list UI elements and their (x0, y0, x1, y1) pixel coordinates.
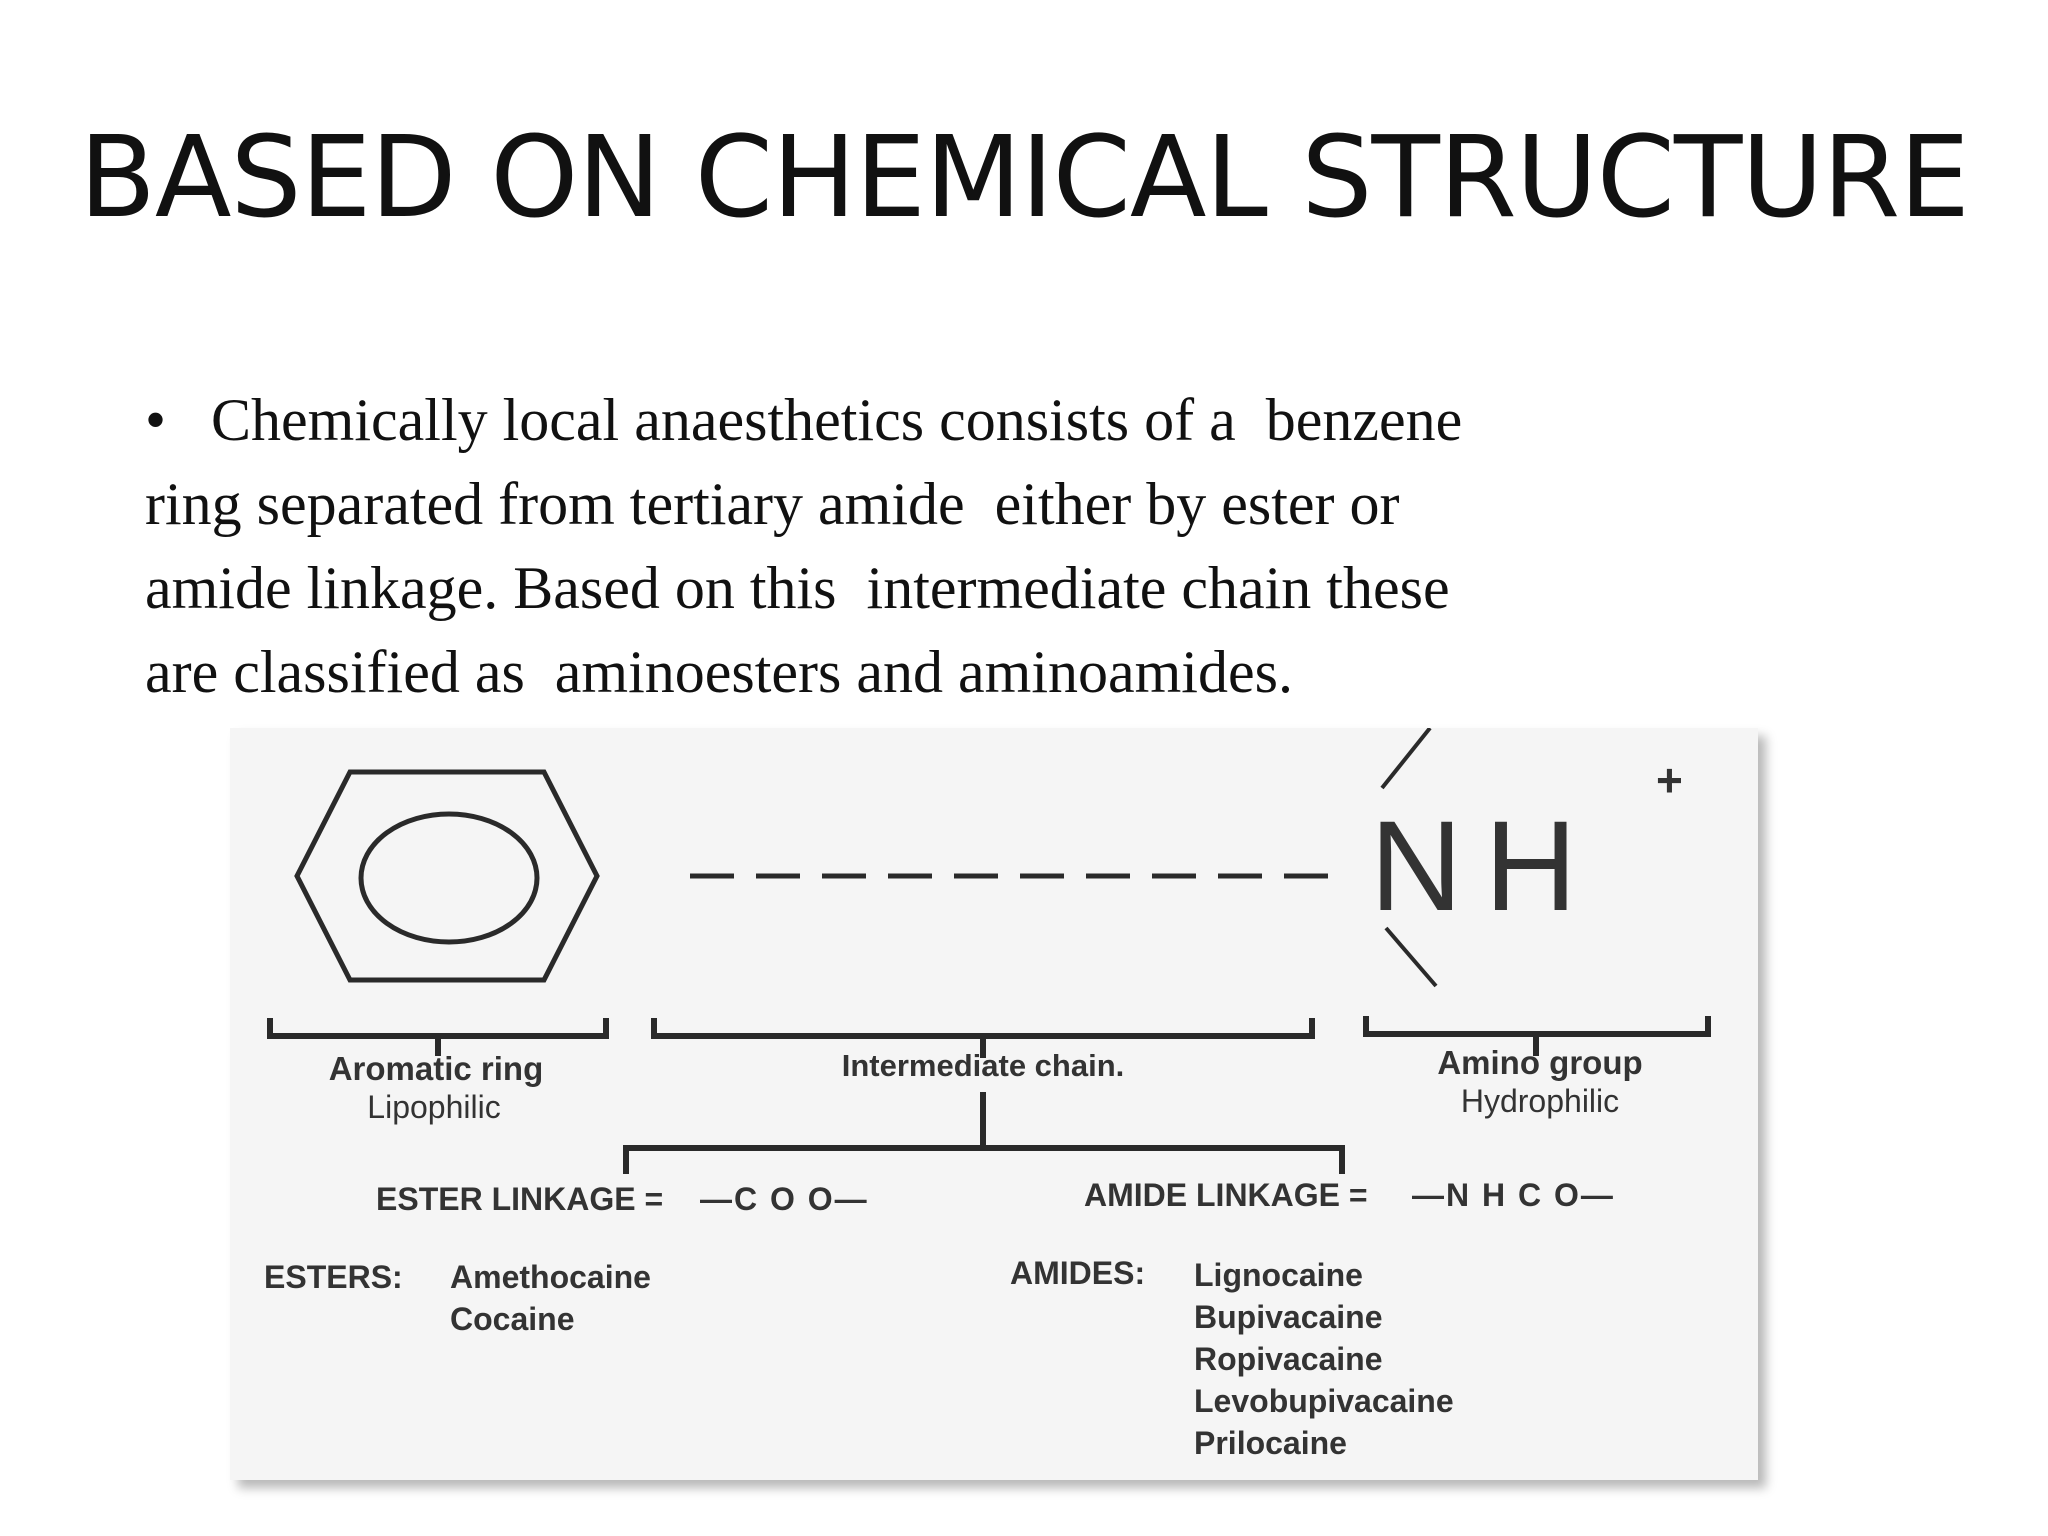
benzene-hexagon (294, 769, 600, 983)
ester-item: Amethocaine (450, 1259, 651, 1295)
amide-item: Bupivacaine (1194, 1299, 1383, 1335)
bracket-intermediate-chain (651, 1018, 1315, 1058)
bullet-line-3: amide linkage. Based on this intermediat… (145, 555, 1450, 621)
lipophilic-label: Lipophilic (367, 1089, 500, 1125)
bullet-marker: • (145, 387, 167, 453)
amide-item: Ropivacaine (1194, 1341, 1383, 1377)
esters-heading: ESTERS: (264, 1259, 403, 1295)
aromatic-ring-label: Aromatic ring (329, 1050, 544, 1087)
amide-item: Prilocaine (1194, 1425, 1347, 1461)
amide-linkage-formula: —N H C O— (1412, 1177, 1615, 1213)
amide-item: Levobupivacaine (1194, 1383, 1454, 1419)
amides-heading: AMIDES: (1010, 1255, 1145, 1291)
chemical-structure-figure: NH + Aromatic ring Lipophilic Intermedia… (230, 728, 1758, 1480)
benzene-inner-circle (358, 811, 540, 945)
bullet-line-2: ring separated from tertiary amide eithe… (145, 471, 1400, 537)
charge-plus: + (1656, 754, 1683, 806)
bracket-amino-group (1363, 1016, 1711, 1056)
amino-group-label: Amino group (1437, 1044, 1642, 1081)
bullet-paragraph: • Chemically local anaesthetics consists… (145, 378, 1745, 714)
branch-connector (623, 1145, 1345, 1174)
amide-item: Lignocaine (1194, 1257, 1363, 1293)
amine-upper-bond (1380, 728, 1432, 790)
hydrophilic-label: Hydrophilic (1461, 1083, 1619, 1119)
ester-item: Cocaine (450, 1301, 574, 1337)
ester-linkage-formula: —C O O— (700, 1181, 869, 1217)
bullet-line-1: • Chemically local anaesthetics consists… (145, 378, 1745, 462)
amine-lower-bond (1384, 926, 1438, 988)
bullet-line-1-text: Chemically local anaesthetics consists o… (211, 387, 1463, 453)
amine-nh-text: NH (1370, 795, 1599, 938)
ester-linkage-label: ESTER LINKAGE = (376, 1181, 663, 1217)
intermediate-chain-label: Intermediate chain. (842, 1048, 1125, 1083)
bullet-line-4: are classified as aminoesters and aminoa… (145, 639, 1293, 705)
bracket-aromatic-ring (267, 1018, 609, 1056)
slide-title: BASED ON CHEMICAL STRUCTURE (79, 113, 1970, 243)
amide-linkage-label: AMIDE LINKAGE = (1084, 1177, 1368, 1213)
structure-diagram: NH + Aromatic ring Lipophilic Intermedia… (264, 728, 1711, 1461)
